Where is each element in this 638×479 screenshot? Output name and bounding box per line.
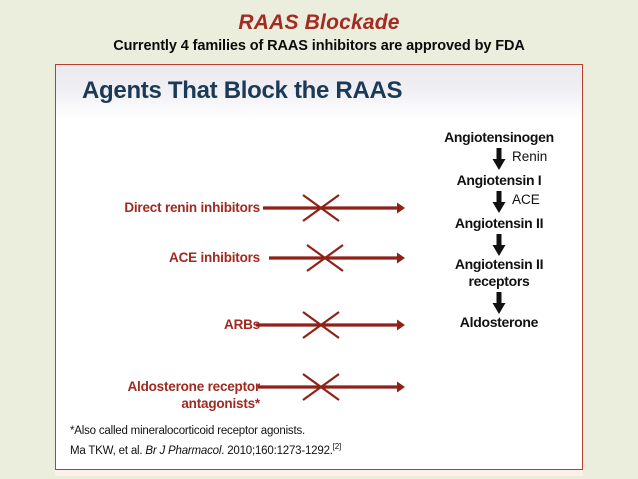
slide-bottom-strip [55, 470, 583, 476]
pathway-node-angiotensinogen: Angiotensinogen [444, 129, 554, 145]
pathway-node-angiotensin-ii: Angiotensin II [454, 215, 544, 231]
pathway-node-angiotensin-i: Angiotensin I [456, 172, 542, 188]
page-subtitle: Currently 4 families of RAAS inhibitors … [113, 38, 525, 54]
raas-pathway-diagram: Direct renin inhibitors ACE inhibitors A… [56, 121, 582, 415]
down-arrow-icon [492, 191, 506, 213]
blocked-arrow-icon-angiotensin-ii-receptors [256, 311, 405, 339]
down-arrow-icon [492, 148, 506, 170]
citation-journal: Br J Pharmacol [145, 445, 222, 457]
blocked-arrow-icon-renin [263, 194, 405, 222]
pathway-enzyme-ace: ACE [512, 192, 540, 207]
drug-class-label-aldosterone-receptor-antagonists: Aldosterone receptor antagonists* [127, 379, 260, 411]
citation-authors: Ma TKW, et al. [70, 445, 146, 457]
drug-class-label-direct-renin-inhibitors: Direct renin inhibitors [124, 200, 260, 215]
slide-header-band: Agents That Block the RAAS [56, 65, 582, 121]
page-title: RAAS Blockade [238, 11, 400, 34]
drug-class-label-ace-inhibitors: ACE inhibitors [169, 250, 260, 265]
drug-class-label-arbs: ARBs [224, 317, 260, 332]
pathway-step-renin: Renin [424, 146, 574, 172]
slide-header-title: Agents That Block the RAAS [82, 77, 403, 104]
pathway-step-ace: ACE [424, 189, 574, 215]
pathway-node-angiotensin-ii-receptors: Angiotensin II receptors [454, 256, 544, 289]
footnote-asterisk-note: *Also called mineralocorticoid receptor … [70, 425, 306, 438]
citation-details: . 2010;160:1273-1292. [221, 445, 333, 457]
pathway-cascade: Angiotensinogen Renin Angiotensin I ACE … [424, 129, 574, 331]
pathway-node-aldosterone: Aldosterone [459, 314, 539, 330]
citation-reference-marker: [2] [332, 442, 342, 452]
slide-container: Agents That Block the RAAS Direct renin … [55, 64, 583, 470]
down-arrow-icon [492, 234, 506, 256]
blocked-arrow-icon-aldosterone [258, 373, 405, 401]
footnote: *Also called mineralocorticoid receptor … [70, 424, 341, 459]
blocked-arrow-icon-ace [269, 244, 405, 272]
pathway-step-to-aldosterone [424, 290, 574, 314]
pathway-enzyme-renin: Renin [512, 149, 548, 164]
footnote-citation: Ma TKW, et al. Br J Pharmacol. 2010;160:… [70, 439, 341, 459]
pathway-step-to-receptors [424, 232, 574, 256]
down-arrow-icon [492, 292, 506, 314]
